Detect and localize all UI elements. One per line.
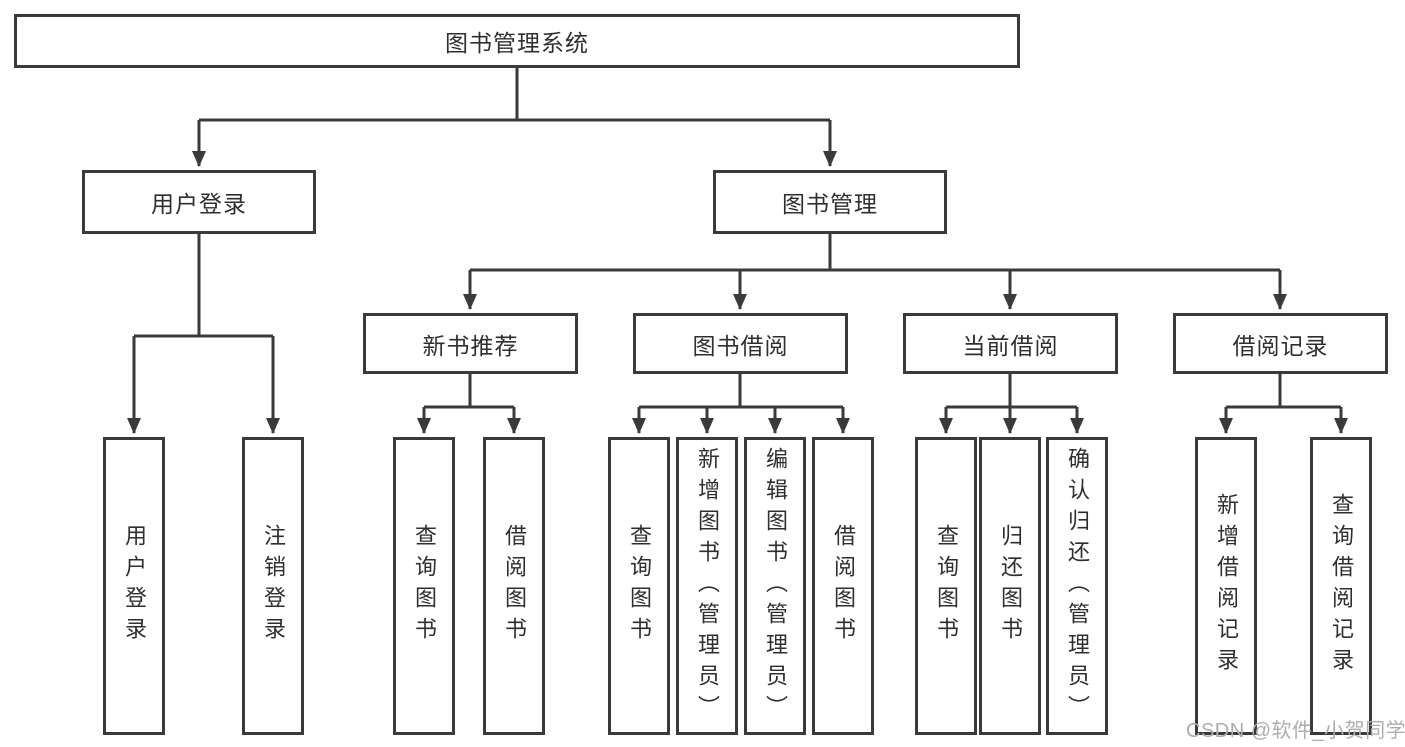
node-label: 查询图书 (627, 524, 652, 648)
node-book-borrowing: 图书借阅 (633, 313, 848, 374)
leaf-records-query-record: 查询借阅记录 (1310, 437, 1372, 735)
leaf-logout: 注销登录 (242, 437, 304, 735)
leaf-user-login: 用户登录 (103, 437, 165, 735)
leaf-current-confirm-return-admin: 确认归还（管理员） (1046, 437, 1108, 735)
node-label: 新书推荐 (422, 332, 519, 359)
node-label: 确认归还（管理员） (1065, 446, 1090, 726)
node-label: 注销登录 (261, 524, 286, 648)
leaf-borrowing-add-books-admin: 新增图书（管理员） (676, 437, 738, 735)
node-label: 用户登录 (151, 191, 247, 217)
node-label: 图书管理 (782, 191, 878, 217)
leaf-recommend-borrow-books: 借阅图书 (483, 437, 545, 735)
node-book-management: 图书管理 (713, 170, 947, 234)
node-book-management-system: 图书管理系统 (14, 14, 1020, 68)
connector-user-login-branch (127, 234, 280, 434)
connector-borrowing-records-branch (1219, 374, 1348, 434)
node-label: 新增借阅记录 (1214, 493, 1239, 679)
node-label: 借阅图书 (831, 524, 856, 648)
node-label: 当前借阅 (962, 332, 1059, 359)
connector-new-book-branch (417, 374, 521, 434)
node-label: 图书借阅 (692, 332, 789, 359)
leaf-borrowing-edit-books-admin: 编辑图书（管理员） (744, 437, 806, 735)
node-label: 查询图书 (934, 524, 959, 648)
leaf-borrowing-borrow-books: 借阅图书 (812, 437, 874, 735)
leaf-current-return-books: 归还图书 (979, 437, 1041, 735)
node-borrowing-records: 借阅记录 (1173, 313, 1388, 374)
node-label: 归还图书 (998, 524, 1023, 648)
node-user-login: 用户登录 (82, 170, 316, 234)
connector-current-borrowing-branch (939, 374, 1084, 434)
leaf-recommend-query-books: 查询图书 (393, 437, 455, 735)
leaf-current-query-books: 查询图书 (915, 437, 977, 735)
node-label: 图书管理系统 (445, 30, 589, 56)
node-label: 用户登录 (122, 524, 147, 648)
node-label: 借阅图书 (502, 524, 527, 648)
connector-root-to-level1 (192, 68, 837, 167)
node-new-book-recommendation: 新书推荐 (363, 313, 578, 374)
node-label: 编辑图书（管理员） (763, 446, 788, 726)
node-label: 查询图书 (412, 524, 437, 648)
node-label: 新增图书（管理员） (695, 446, 720, 726)
node-label: 查询借阅记录 (1329, 493, 1354, 679)
node-label: 借阅记录 (1232, 332, 1329, 359)
leaf-records-add-record: 新增借阅记录 (1195, 437, 1257, 735)
node-current-borrowing: 当前借阅 (903, 313, 1118, 374)
leaf-borrowing-query-books: 查询图书 (608, 437, 670, 735)
connector-book-management-branch (463, 234, 1287, 310)
connector-book-borrowing-branch (632, 374, 850, 434)
csdn-watermark: CSDN @软件_小贺同学 (1186, 720, 1405, 742)
